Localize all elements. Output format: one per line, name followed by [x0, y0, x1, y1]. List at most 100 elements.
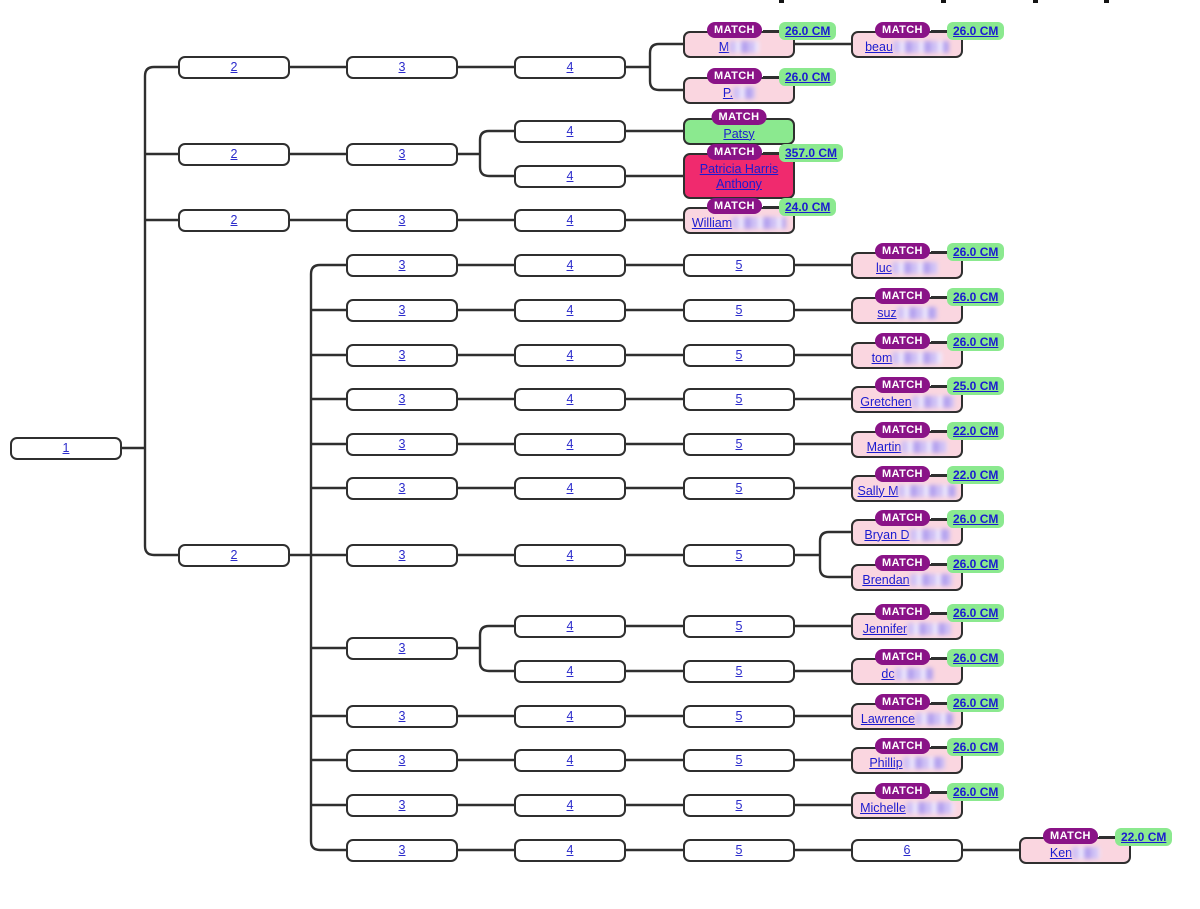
node-number-link[interactable]: 4	[566, 213, 574, 227]
node-number-link[interactable]: 3	[398, 147, 406, 161]
cm-value-link[interactable]: 26.0 CM	[953, 650, 999, 665]
match-name-link[interactable]: Phillip	[869, 756, 945, 770]
node-number-link[interactable]: 4	[566, 843, 574, 857]
node-number-link[interactable]: 5	[735, 258, 743, 272]
node-number-link[interactable]: 5	[735, 548, 743, 562]
node-number-link[interactable]: 3	[398, 213, 406, 227]
node-number-link[interactable]: 5	[735, 437, 743, 451]
node-number-link[interactable]: 5	[735, 303, 743, 317]
cm-value-link[interactable]: 26.0 CM	[953, 695, 999, 710]
node-number-link[interactable]: 5	[735, 664, 743, 678]
node-number-link[interactable]: 4	[566, 619, 574, 633]
node-number-link[interactable]: 5	[735, 798, 743, 812]
node-number-link[interactable]: 4	[566, 392, 574, 406]
match-name-link[interactable]: William	[692, 216, 787, 230]
node-number-link[interactable]: 4	[566, 709, 574, 723]
node-number-link[interactable]: 2	[230, 60, 238, 74]
tree-node-r5_3: 3	[346, 432, 458, 456]
node-number-link[interactable]: 4	[566, 169, 574, 183]
node-number-link[interactable]: 1	[62, 441, 70, 455]
match-name-link[interactable]: Jennifer	[863, 622, 952, 636]
node-number-link[interactable]: 3	[398, 709, 406, 723]
match-name-link[interactable]: Gretchen	[860, 395, 954, 409]
node-number-link[interactable]: 3	[398, 548, 406, 562]
cm-value-link[interactable]: 24.0 CM	[785, 199, 831, 214]
node-number-link[interactable]: 3	[398, 798, 406, 812]
node-number-link[interactable]: 3	[398, 753, 406, 767]
match-name-link[interactable]: dc	[881, 667, 933, 681]
node-number-link[interactable]: 3	[398, 303, 406, 317]
badge-cm-connector	[931, 656, 949, 659]
redacted-name-blur	[892, 40, 949, 53]
node-number-link[interactable]: 4	[566, 798, 574, 812]
node-number-link[interactable]: 3	[398, 258, 406, 272]
node-number-link[interactable]: 4	[566, 437, 574, 451]
node-number-link[interactable]: 3	[398, 481, 406, 495]
node-number-link[interactable]: 5	[735, 481, 743, 495]
node-number-link[interactable]: 3	[398, 437, 406, 451]
node-number-link[interactable]: 4	[566, 548, 574, 562]
cm-value-link[interactable]: 26.0 CM	[785, 69, 831, 84]
node-number-link[interactable]: 6	[903, 843, 911, 857]
node-number-link[interactable]: 4	[566, 481, 574, 495]
node-number-link[interactable]: 4	[566, 664, 574, 678]
cm-value-link[interactable]: 26.0 CM	[953, 511, 999, 526]
node-number-link[interactable]: 3	[398, 60, 406, 74]
match-name-link[interactable]: Bryan D	[864, 528, 950, 542]
match-name-link[interactable]: luc	[876, 261, 938, 275]
match-name-link[interactable]: tom	[872, 351, 943, 365]
match-name: Martin	[853, 440, 961, 455]
node-number-link[interactable]: 3	[398, 348, 406, 362]
tree-node-r1_3: 3	[346, 253, 458, 277]
match-name-link[interactable]: Patsy	[723, 127, 754, 141]
node-number-link[interactable]: 4	[566, 124, 574, 138]
match-name-link[interactable]: suz	[877, 306, 937, 320]
match-name-link[interactable]: P.	[723, 86, 756, 100]
node-number-link[interactable]: 2	[230, 548, 238, 562]
match-name-link[interactable]: Sally M	[858, 484, 957, 498]
cm-value-link[interactable]: 22.0 CM	[953, 467, 999, 482]
node-number-link[interactable]: 4	[566, 258, 574, 272]
node-number-link[interactable]: 2	[230, 147, 238, 161]
node-number-link[interactable]: 4	[566, 348, 574, 362]
tree-node-a4: 4	[514, 55, 626, 79]
node-number-link[interactable]: 5	[735, 753, 743, 767]
node-number-link[interactable]: 3	[398, 641, 406, 655]
cm-value-link[interactable]: 26.0 CM	[953, 334, 999, 349]
cm-value-link[interactable]: 26.0 CM	[953, 739, 999, 754]
cm-value-link[interactable]: 26.0 CM	[953, 556, 999, 571]
cm-value-link[interactable]: 26.0 CM	[953, 784, 999, 799]
cm-value-link[interactable]: 26.0 CM	[953, 23, 999, 38]
node-number-link[interactable]: 4	[566, 753, 574, 767]
cm-value-link[interactable]: 26.0 CM	[953, 605, 999, 620]
match-name-link[interactable]: beau	[865, 40, 949, 54]
match-name-link[interactable]: Brendan	[862, 573, 952, 587]
match-badge: MATCH	[875, 376, 930, 393]
node-number-link[interactable]: 2	[230, 213, 238, 227]
node-number-link[interactable]: 5	[735, 348, 743, 362]
cm-value-link[interactable]: 25.0 CM	[953, 378, 999, 393]
node-number-link[interactable]: 4	[566, 303, 574, 317]
cm-value-link[interactable]: 26.0 CM	[953, 289, 999, 304]
match-name-link[interactable]: Lawrence	[861, 712, 954, 726]
node-number-link[interactable]: 5	[735, 843, 743, 857]
cm-value-link[interactable]: 22.0 CM	[1121, 829, 1167, 844]
cm-value-link[interactable]: 22.0 CM	[953, 423, 999, 438]
node-number-link[interactable]: 4	[566, 60, 574, 74]
match-name-link[interactable]: Michelle	[860, 801, 954, 815]
match-name-link[interactable]: Ken	[1050, 846, 1101, 860]
tree-node-r1_4: 4	[514, 253, 626, 277]
cm-value-link[interactable]: 26.0 CM	[953, 244, 999, 259]
cm-value-link[interactable]: 26.0 CM	[785, 23, 831, 38]
match-name-link[interactable]: M	[719, 40, 760, 54]
node-number-link[interactable]: 5	[735, 392, 743, 406]
tree-node-r10_5: 5	[683, 748, 795, 772]
node-number-link[interactable]: 3	[398, 843, 406, 857]
node-number-link[interactable]: 5	[735, 709, 743, 723]
node-number-link[interactable]: 5	[735, 619, 743, 633]
match-name-link[interactable]: Martin	[867, 440, 948, 454]
cm-value-link[interactable]: 357.0 CM	[785, 146, 838, 160]
node-number-link[interactable]: 3	[398, 392, 406, 406]
